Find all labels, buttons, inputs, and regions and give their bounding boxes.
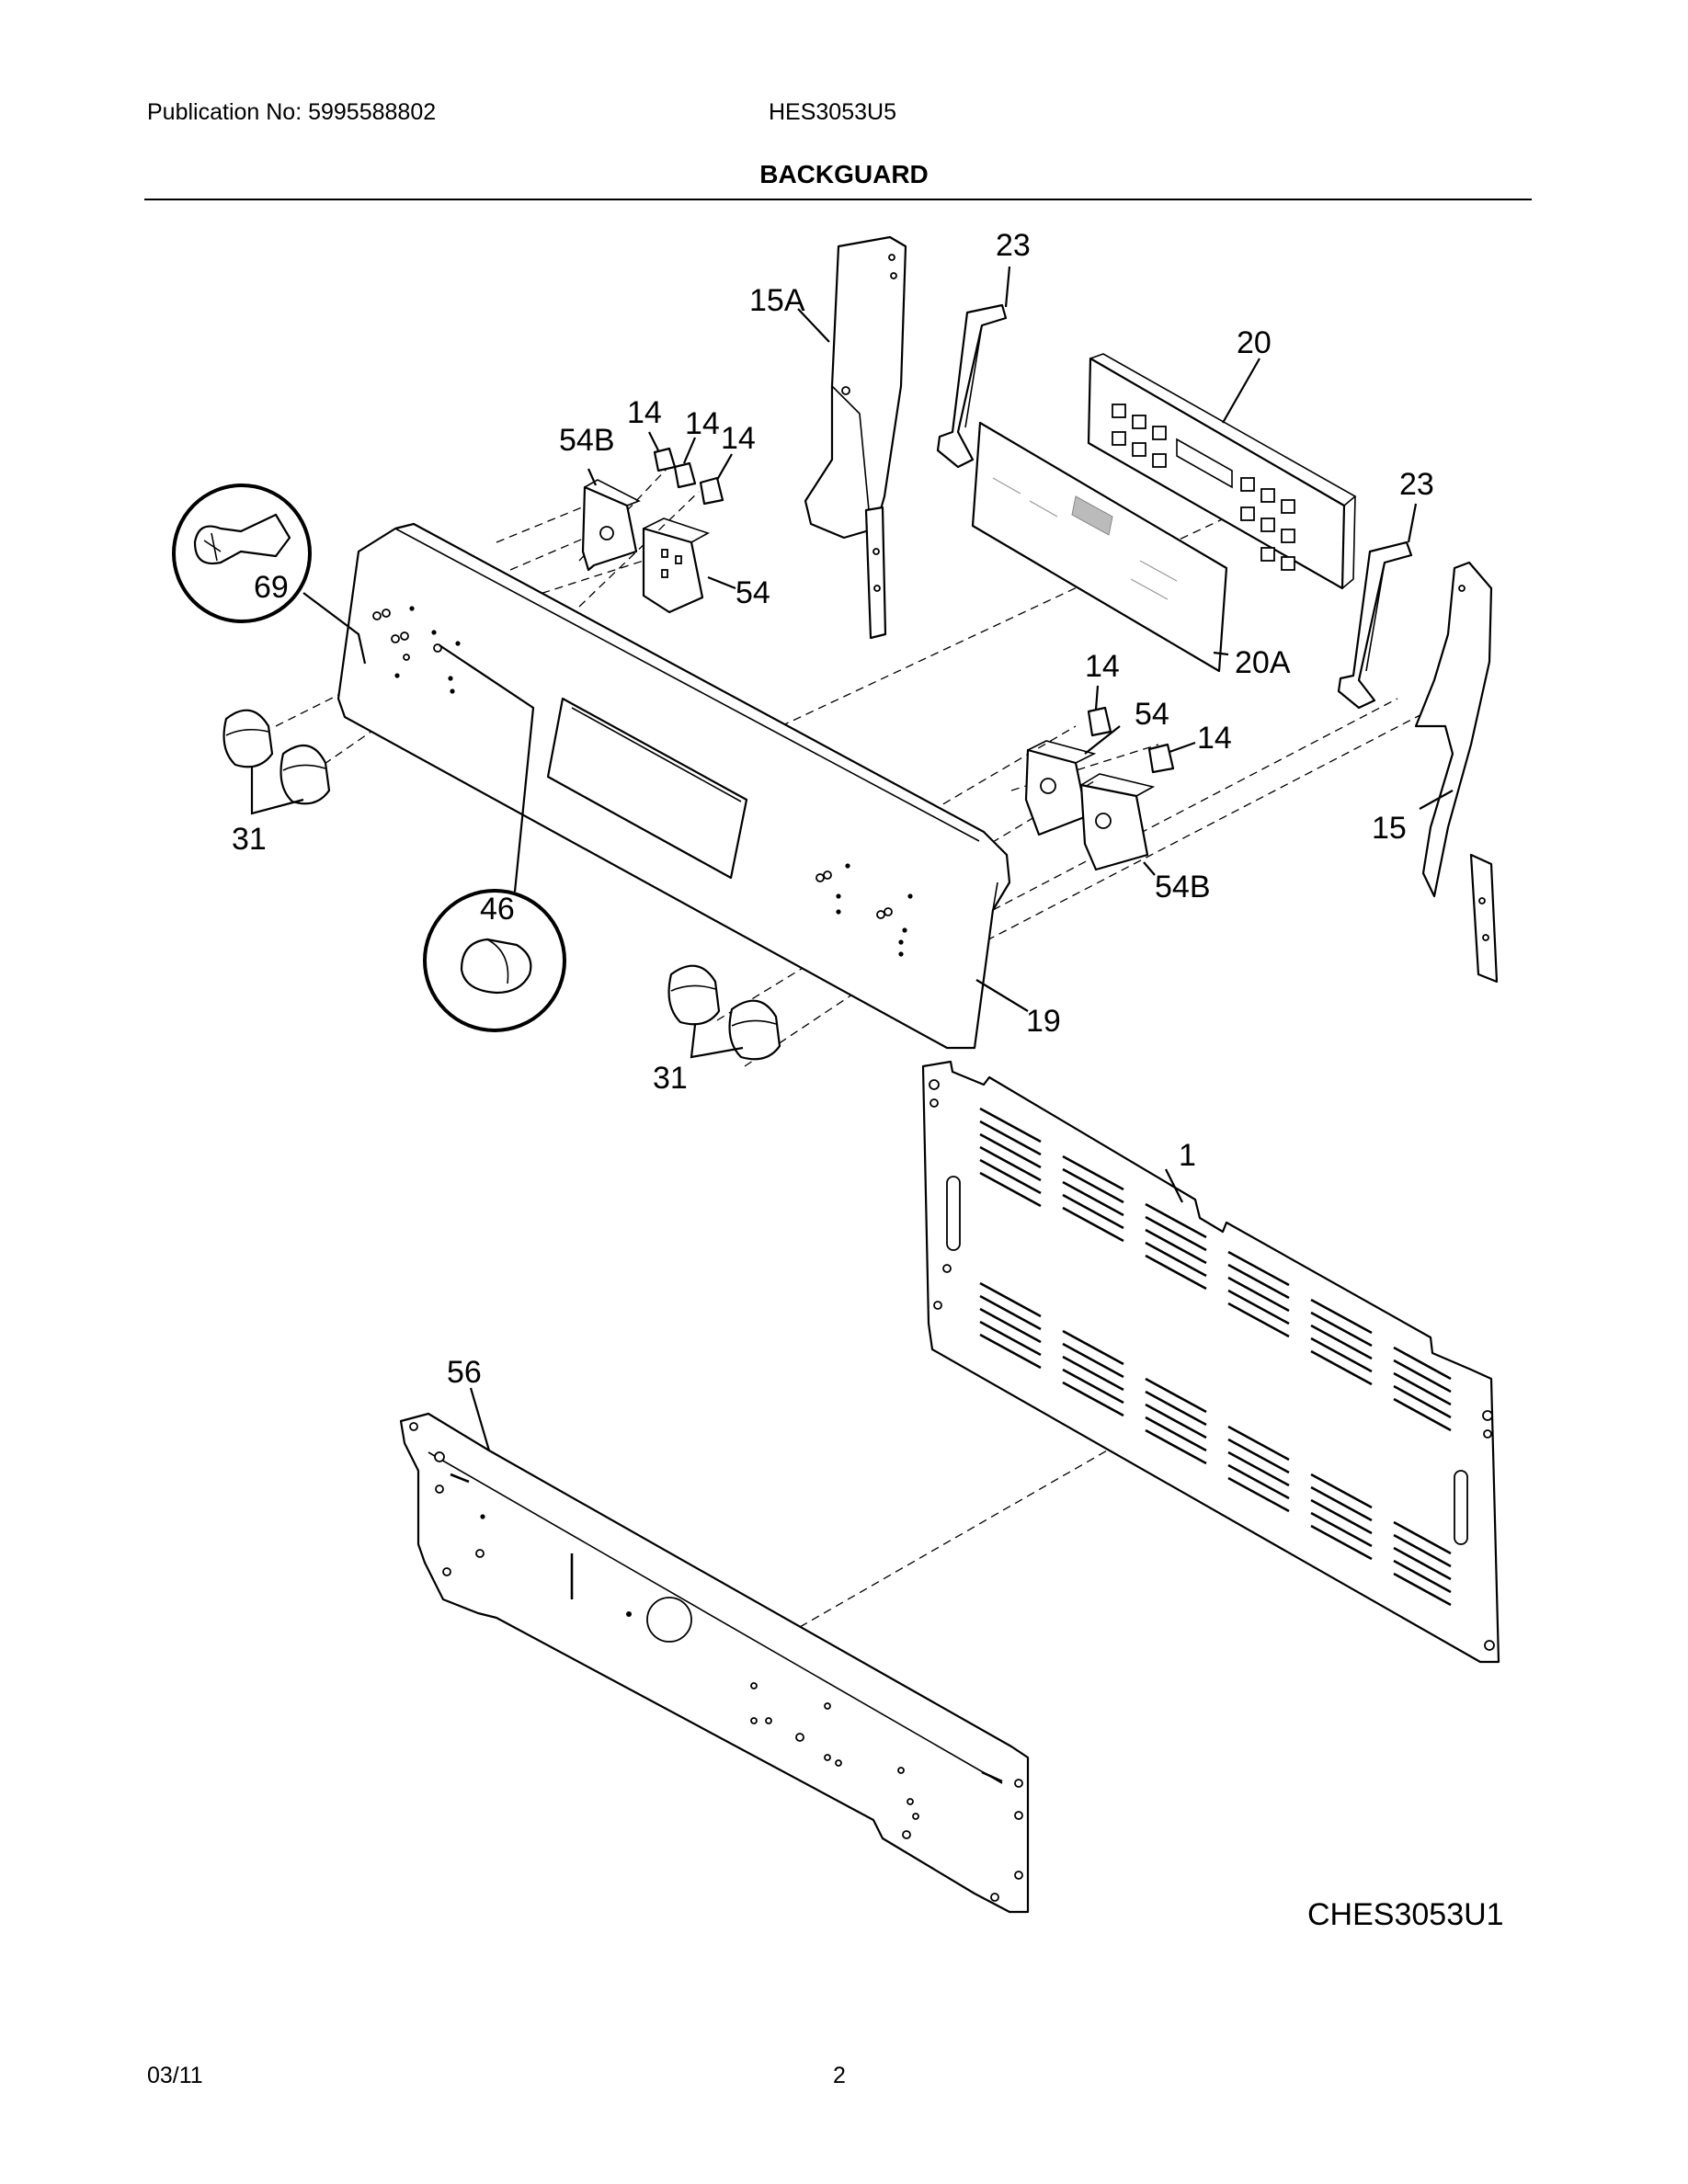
footer-date: 03/11 bbox=[147, 2063, 203, 2088]
louvers-upper bbox=[979, 1107, 1452, 1432]
part-14-terminal-right-2 bbox=[1147, 741, 1196, 774]
callout-54b-left: 54B bbox=[559, 423, 615, 458]
callout-20a: 20A bbox=[1235, 645, 1291, 680]
part-14-terminal-right-1 bbox=[1087, 685, 1112, 737]
control-board-buttons bbox=[1112, 404, 1295, 571]
detail-46-plug-button bbox=[423, 644, 566, 1032]
callout-14-b: 14 bbox=[685, 406, 720, 441]
callout-46: 46 bbox=[480, 892, 515, 927]
callout-20: 20 bbox=[1237, 325, 1272, 360]
part-20a-overlay bbox=[971, 421, 1228, 673]
panel-holes-left bbox=[372, 606, 461, 694]
part-23-trim-right bbox=[1337, 540, 1413, 710]
part-31-knob-left-1 bbox=[222, 709, 274, 768]
part-54b-switch-left bbox=[581, 468, 641, 572]
part-15-end-bracket bbox=[1414, 561, 1499, 984]
part-31-knob-right-1 bbox=[667, 964, 721, 1026]
part-23-trim-left bbox=[936, 303, 1008, 469]
callout-14-d: 14 bbox=[1085, 649, 1120, 684]
callout-labels: 23 15A 20 14 14 14 54B 23 69 54 20A 14 5… bbox=[232, 228, 1504, 1932]
callout-69: 69 bbox=[254, 570, 289, 605]
part-1-rear-panel bbox=[921, 1060, 1500, 1664]
callout-54-left: 54 bbox=[736, 575, 770, 610]
callout-54-right: 54 bbox=[1135, 697, 1169, 732]
callout-15a: 15A bbox=[749, 283, 805, 318]
part-54-switch-left bbox=[642, 518, 736, 614]
callout-31-right: 31 bbox=[653, 1061, 688, 1096]
callout-54b-right: 54B bbox=[1155, 870, 1211, 904]
part-56-lower-panel bbox=[399, 1387, 1030, 1914]
part-14-terminal-left-1 bbox=[648, 431, 677, 472]
section-title: BACKGUARD bbox=[759, 160, 929, 188]
part-54b-switch-right bbox=[1079, 773, 1156, 876]
callout-19: 19 bbox=[1026, 1004, 1061, 1039]
callout-31-left: 31 bbox=[232, 822, 267, 857]
callout-1: 1 bbox=[1179, 1138, 1196, 1173]
leader-lines bbox=[797, 266, 1454, 1012]
part-54-switch-right bbox=[1024, 725, 1121, 836]
part-31-knob-left-2 bbox=[279, 745, 331, 805]
part-14-terminal-left-2 bbox=[673, 437, 697, 489]
overlay-display-window bbox=[1071, 495, 1113, 536]
detail-69-screw bbox=[172, 483, 367, 665]
callout-56: 56 bbox=[447, 1355, 482, 1390]
model-number: HES3053U5 bbox=[769, 99, 896, 125]
page-number: 2 bbox=[833, 2063, 846, 2088]
louvers-lower bbox=[979, 1281, 1452, 1607]
part-14-terminal-left-3 bbox=[699, 453, 733, 506]
part-20-control-board bbox=[1087, 353, 1357, 590]
panel-holes-right bbox=[815, 863, 913, 957]
callout-14-c: 14 bbox=[721, 421, 756, 456]
part-19-backguard-panel bbox=[336, 522, 1011, 1050]
callout-14-a: 14 bbox=[627, 395, 662, 430]
part-15a-end-bracket bbox=[804, 235, 907, 640]
callout-14-e: 14 bbox=[1197, 721, 1232, 756]
diagram-code: CHES3053U1 bbox=[1307, 1897, 1504, 1932]
publication-number: Publication No: 5995588802 bbox=[147, 99, 437, 125]
part-31-knob-right-2 bbox=[728, 999, 781, 1061]
header-rule bbox=[144, 199, 1532, 200]
callout-23-right: 23 bbox=[1399, 467, 1434, 502]
panel-window bbox=[546, 697, 748, 880]
callout-15: 15 bbox=[1372, 811, 1407, 846]
callout-23-top: 23 bbox=[996, 228, 1031, 263]
